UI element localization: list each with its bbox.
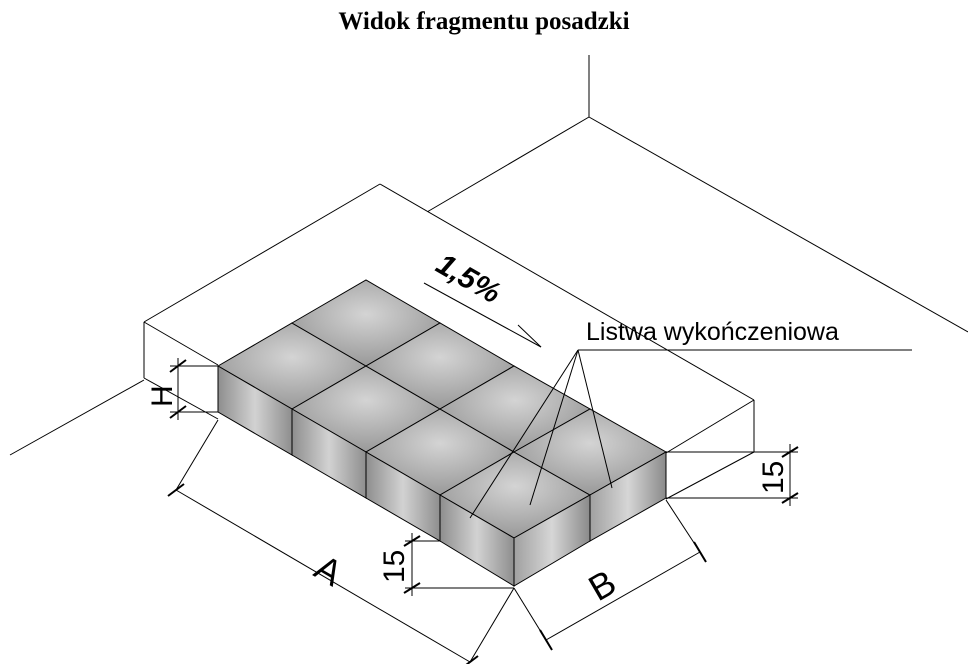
dimension-a [167,419,515,664]
dimension-15-right [666,444,799,506]
diagram-title: Widok fragmentu posadzki [338,8,630,35]
dimension-h [169,358,218,420]
tile-top-faces [217,279,668,539]
dimension-b [513,499,707,651]
room-corner-lines [9,55,968,456]
dimension-15-front [403,533,514,596]
tile-left-faces [217,365,515,587]
dimension-15-right-label: 15 [757,461,790,494]
slope-arrow [423,282,542,348]
strip-leader-lines [469,349,912,519]
dimension-a-label: A [308,546,349,594]
dimension-h-label: H [146,385,179,407]
dimension-15-front-label: 15 [378,550,411,583]
dimension-b-label: B [582,561,623,609]
finishing-strip-label: Listwa wykończeniowa [586,318,839,346]
